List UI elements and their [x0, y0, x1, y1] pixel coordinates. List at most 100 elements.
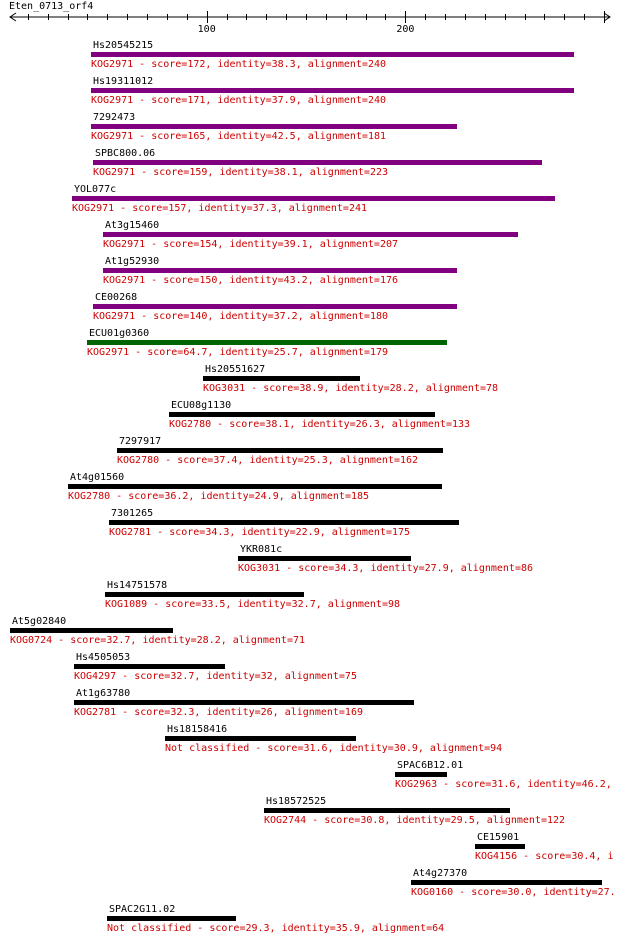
hit-caption: KOG2971 - score=64.7, identity=25.7, ali… [87, 347, 388, 358]
hit-bar[interactable] [165, 736, 356, 741]
query-title: Eten_0713_orf4 [9, 1, 93, 12]
hit-caption: KOG2780 - score=38.1, identity=26.3, ali… [169, 419, 470, 430]
hit-bar[interactable] [68, 484, 442, 489]
hit-bar[interactable] [105, 592, 304, 597]
hit-caption: KOG2971 - score=165, identity=42.5, alig… [91, 131, 386, 142]
hit-bar[interactable] [74, 700, 414, 705]
hit-caption: KOG4156 - score=30.4, i [475, 851, 613, 862]
hit-caption: KOG1089 - score=33.5, identity=32.7, ali… [105, 599, 400, 610]
hit-bar[interactable] [87, 340, 447, 345]
hit-caption: KOG2971 - score=157, identity=37.3, alig… [72, 203, 367, 214]
hit-bar[interactable] [169, 412, 435, 417]
hit-name[interactable]: Hs18158416 [167, 724, 227, 735]
hit-caption: KOG2781 - score=34.3, identity=22.9, ali… [109, 527, 410, 538]
hit-name[interactable]: At1g63780 [76, 688, 130, 699]
hit-name[interactable]: At5g02840 [12, 616, 66, 627]
hit-caption: KOG2971 - score=140, identity=37.2, alig… [93, 311, 388, 322]
hit-name[interactable]: SPAC2G11.02 [109, 904, 175, 915]
hit-bar[interactable] [475, 844, 525, 849]
hit-bar[interactable] [93, 304, 457, 309]
hit-bar[interactable] [395, 772, 447, 777]
hit-caption: KOG2971 - score=150, identity=43.2, alig… [103, 275, 398, 286]
hit-name[interactable]: Hs14751578 [107, 580, 167, 591]
hit-bar[interactable] [91, 52, 574, 57]
hit-name[interactable]: Hs20551627 [205, 364, 265, 375]
hit-caption: KOG4297 - score=32.7, identity=32, align… [74, 671, 357, 682]
hit-name[interactable]: Hs20545215 [93, 40, 153, 51]
hit-name[interactable]: At1g52930 [105, 256, 159, 267]
hit-bar[interactable] [103, 268, 457, 273]
hit-caption: KOG2971 - score=154, identity=39.1, alig… [103, 239, 398, 250]
hit-name[interactable]: 7297917 [119, 436, 161, 447]
hit-name[interactable]: YOL077c [74, 184, 116, 195]
hit-name[interactable]: At4g27370 [413, 868, 467, 879]
hit-bar[interactable] [91, 124, 457, 129]
hit-name[interactable]: Hs4505053 [76, 652, 130, 663]
hit-name[interactable]: YKR081c [240, 544, 282, 555]
hit-caption: KOG3031 - score=34.3, identity=27.9, ali… [238, 563, 533, 574]
hit-name[interactable]: Hs18572525 [266, 796, 326, 807]
hit-bar[interactable] [93, 160, 542, 165]
hit-bar[interactable] [109, 520, 459, 525]
hit-caption: Not classified - score=31.6, identity=30… [165, 743, 502, 754]
hit-name[interactable]: At3g15460 [105, 220, 159, 231]
hit-name[interactable]: CE00268 [95, 292, 137, 303]
hit-caption: KOG2963 - score=31.6, identity=46.2, [395, 779, 612, 790]
hit-caption: KOG2971 - score=171, identity=37.9, alig… [91, 95, 386, 106]
hit-bar[interactable] [10, 628, 173, 633]
hit-name[interactable]: Hs19311012 [93, 76, 153, 87]
hit-caption: KOG2971 - score=172, identity=38.3, alig… [91, 59, 386, 70]
hit-bar[interactable] [74, 664, 225, 669]
hit-bar[interactable] [411, 880, 602, 885]
hit-caption: KOG2780 - score=37.4, identity=25.3, ali… [117, 455, 418, 466]
hit-caption: KOG0724 - score=32.7, identity=28.2, ali… [10, 635, 305, 646]
hit-bar[interactable] [103, 232, 518, 237]
hit-name[interactable]: SPBC800.06 [95, 148, 155, 159]
hit-name[interactable]: CE15901 [477, 832, 519, 843]
hit-name[interactable]: ECU08g1130 [171, 400, 231, 411]
hit-name[interactable]: At4g01560 [70, 472, 124, 483]
axis-right-arrow [603, 12, 611, 22]
hit-name[interactable]: 7301265 [111, 508, 153, 519]
hit-caption: KOG3031 - score=38.9, identity=28.2, ali… [203, 383, 498, 394]
axis-left-arrow [9, 12, 17, 22]
hit-name[interactable]: SPAC6B12.01 [397, 760, 463, 771]
hit-bar[interactable] [91, 88, 574, 93]
hit-bar[interactable] [238, 556, 411, 561]
hit-bar[interactable] [117, 448, 443, 453]
hit-bar[interactable] [107, 916, 236, 921]
hit-bar[interactable] [72, 196, 555, 201]
hit-bar[interactable] [264, 808, 510, 813]
hit-name[interactable]: ECU01g0360 [89, 328, 149, 339]
hit-bar[interactable] [203, 376, 360, 381]
hit-name[interactable]: 7292473 [93, 112, 135, 123]
axis-tick-label: 200 [396, 24, 414, 35]
